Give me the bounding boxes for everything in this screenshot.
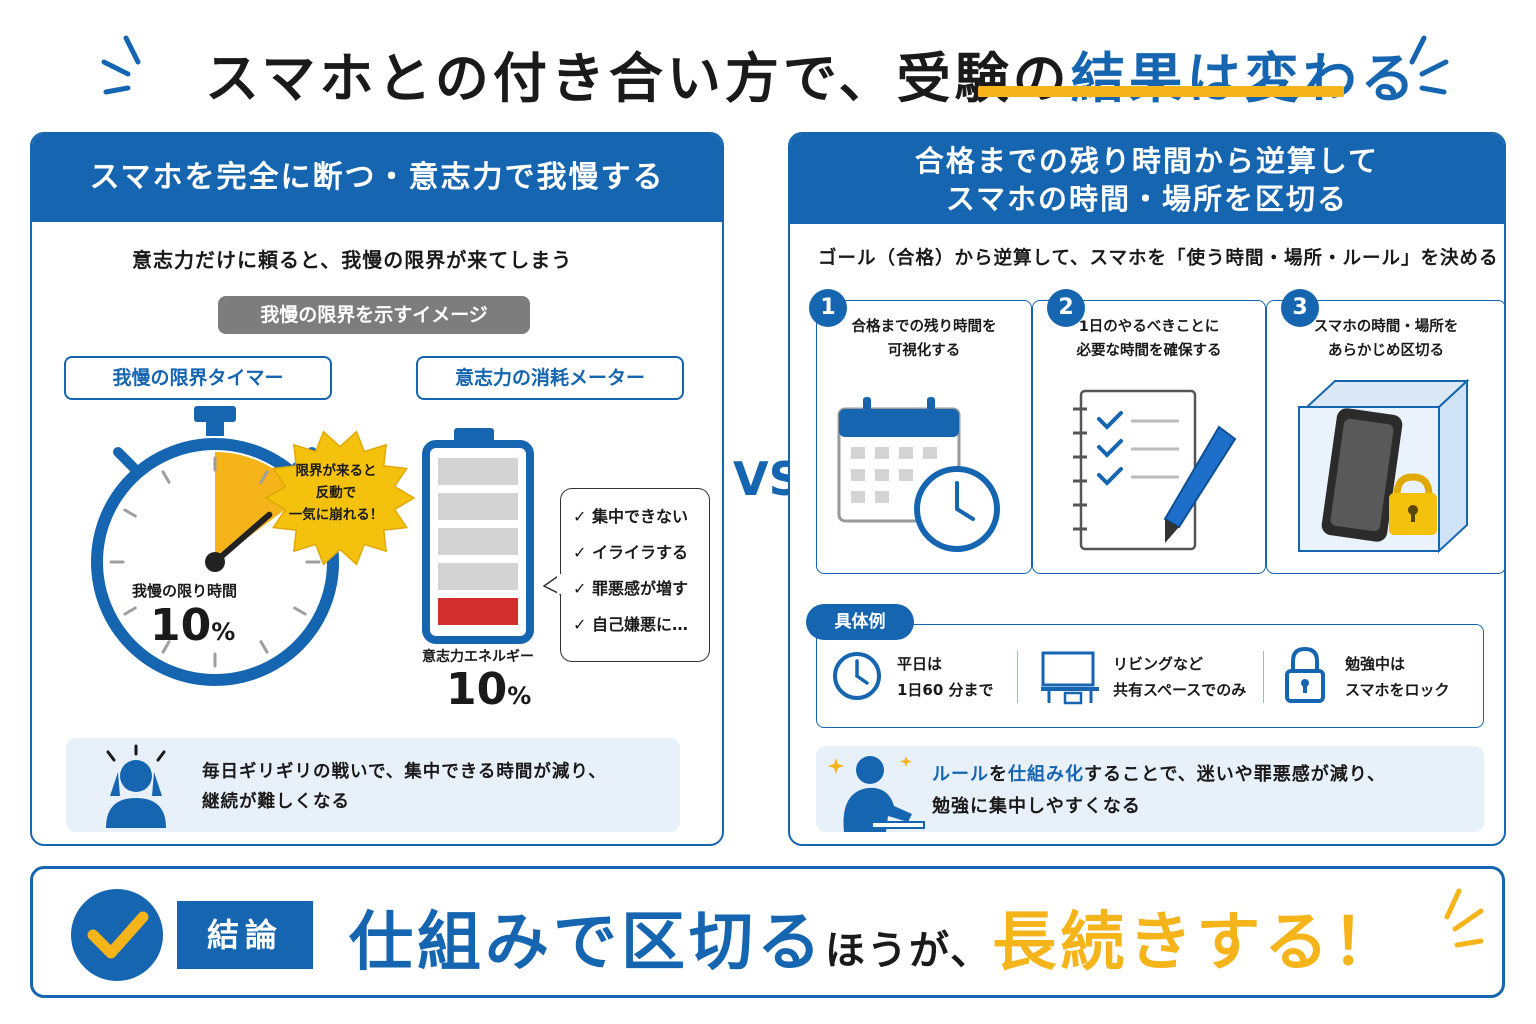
timer-tick (259, 470, 269, 484)
effect-item: ✓ 自己嫌悪に… (573, 615, 688, 634)
battery-cell-empty (438, 563, 518, 590)
step-card-2: 2 1日のやるべきことに 必要な時間を確保する (1032, 289, 1266, 574)
right-note: ルールを仕組み化することで、迷いや罪悪感が減り、 勉強に集中しやすくなる (816, 746, 1484, 832)
living-room-icon (1041, 651, 1099, 705)
battery-cell-empty (438, 458, 518, 485)
battery-icon (422, 428, 534, 644)
locked-phone-box-icon (1298, 378, 1470, 554)
note-keyword-rule: ルール (932, 764, 989, 785)
clock-icon (833, 652, 881, 700)
conclusion-part3: 長続きする！ (992, 906, 1401, 980)
timer-value: 10 (150, 600, 212, 651)
effect-item: ✓ 集中できない (573, 507, 688, 526)
meter-label: 意志力の消耗メーター (416, 356, 684, 400)
conclusion-part2: ほうが、 (825, 928, 993, 974)
left-note-line: 毎日ギリギリの戦いで、集中できる時間が減り、 (202, 762, 607, 782)
example-line: リビングなど (1113, 655, 1204, 673)
step-desc-line: 必要な時間を確保する (1076, 343, 1222, 359)
timer-tick (123, 606, 137, 616)
step-card-3: 3 スマホの時間・場所を あらかじめ区切る (1266, 289, 1504, 574)
example-line: 共有スペースでのみ (1113, 681, 1247, 699)
right-note-line: 勉強に集中しやすくなる (932, 796, 1141, 817)
meter-unit: % (507, 682, 532, 710)
timer-tick (259, 640, 269, 654)
title-main: スマホとの付き合い方で、受験の (205, 47, 1071, 110)
example-line: スマホをロック (1345, 681, 1450, 699)
battery-cell-empty (438, 493, 518, 520)
battery-cell-filled (438, 598, 518, 625)
battery-cell-empty (438, 528, 518, 555)
effect-item: ✓ 罪悪感が増す (573, 579, 688, 598)
burst-icon (264, 430, 416, 566)
example-line: 1日60 分まで (897, 681, 994, 699)
example-line: 勉強中は (1345, 655, 1406, 673)
right-header-line: スマホの時間・場所を区切る (945, 182, 1349, 216)
studying-person-icon (828, 756, 925, 832)
checklist-pen-icon (1073, 389, 1237, 551)
stressed-person-icon (106, 744, 166, 828)
lock-icon (1285, 646, 1325, 703)
examples-box: 平日は 1日60 分まで リビングなど 共有スペースでのみ 勉強中は スマホをロ… (816, 624, 1484, 728)
image-label: 我慢の限界を示すイメージ (218, 296, 530, 334)
example-line: 平日は (897, 655, 943, 673)
examples-label: 具体例 (806, 604, 914, 640)
right-header-line: 合格までの残り時間から逆算して (914, 144, 1380, 178)
step-number: 1 (809, 289, 847, 327)
step-desc-line: あらかじめ区切る (1328, 343, 1444, 359)
left-note-line: 継続が難しくなる (202, 792, 350, 812)
timer-unit: % (211, 618, 236, 646)
page-title: スマホとの付き合い方で、受験の結果は変わる (0, 22, 1536, 112)
step-desc-line: 1日のやるべきことに (1078, 319, 1220, 335)
step-number: 3 (1281, 289, 1319, 327)
emphasis-lines-icon (101, 35, 141, 95)
conclusion-banner: 結論 仕組みで区切るほうが、長続きする！ (30, 866, 1505, 998)
calendar-clock-icon (837, 397, 1000, 552)
step-desc-line: 合格までの残り時間を (851, 319, 997, 335)
effects-bubble: ✓ 集中できない ✓ イライラする ✓ 罪悪感が増す ✓ 自己嫌悪に… (560, 488, 710, 662)
title-highlight: 結果は変わる (1070, 47, 1419, 110)
timer-tick (293, 606, 307, 616)
check-circle-icon (71, 889, 163, 981)
effect-item: ✓ イライラする (573, 543, 688, 562)
step-desc-line: スマホの時間・場所を (1313, 319, 1459, 335)
left-subtitle: 意志力だけに頼ると、我慢の限界が来てしまう (132, 248, 573, 272)
step-desc-line: 可視化する (887, 343, 961, 359)
left-panel: スマホを完全に断つ・意志力で我慢する 意志力だけに頼ると、我慢の限界が来てしまう… (30, 132, 724, 846)
timer-tick (161, 470, 171, 484)
left-panel-header: スマホを完全に断つ・意志力で我慢する (32, 134, 722, 222)
title-underline (978, 86, 1344, 97)
timer-tick (161, 640, 171, 654)
step-number: 2 (1047, 289, 1085, 327)
note-text: することで、迷いや罪悪感が減り、 (1084, 764, 1387, 785)
right-subtitle: ゴール（合格）から逆算して、スマホを「使う時間・場所・ルール」を決める (818, 248, 1499, 269)
left-note: 毎日ギリギリの戦いで、集中できる時間が減り、 継続が難しくなる (66, 738, 680, 832)
step-card-1: 1 合格までの残り時間を 可視化する (809, 289, 1032, 574)
timer-inner-label: 我慢の限り時間 (132, 582, 238, 600)
meter-value: 10 (446, 664, 508, 715)
emphasis-lines-icon (1444, 888, 1484, 948)
note-text: を (989, 764, 1008, 785)
right-panel-header: 合格までの残り時間から逆算して スマホの時間・場所を区切る (790, 134, 1504, 224)
emphasis-lines-icon (1409, 35, 1449, 95)
note-keyword-system: 仕組み化 (1008, 764, 1084, 785)
burst-line: 限界が来ると (295, 463, 377, 479)
burst-line: 一気に崩れる！ (288, 507, 384, 523)
conclusion-part1: 仕組みで区切る (349, 906, 825, 980)
right-panel: 合格までの残り時間から逆算して スマホの時間・場所を区切る ゴール（合格）から逆… (788, 132, 1506, 846)
conclusion-badge: 結論 (177, 901, 313, 969)
timer-label: 我慢の限界タイマー (64, 356, 332, 400)
burst-line: 反動で (315, 485, 357, 501)
timer-tick (123, 508, 137, 518)
meter-caption: 意志力エネルギー (422, 649, 534, 665)
